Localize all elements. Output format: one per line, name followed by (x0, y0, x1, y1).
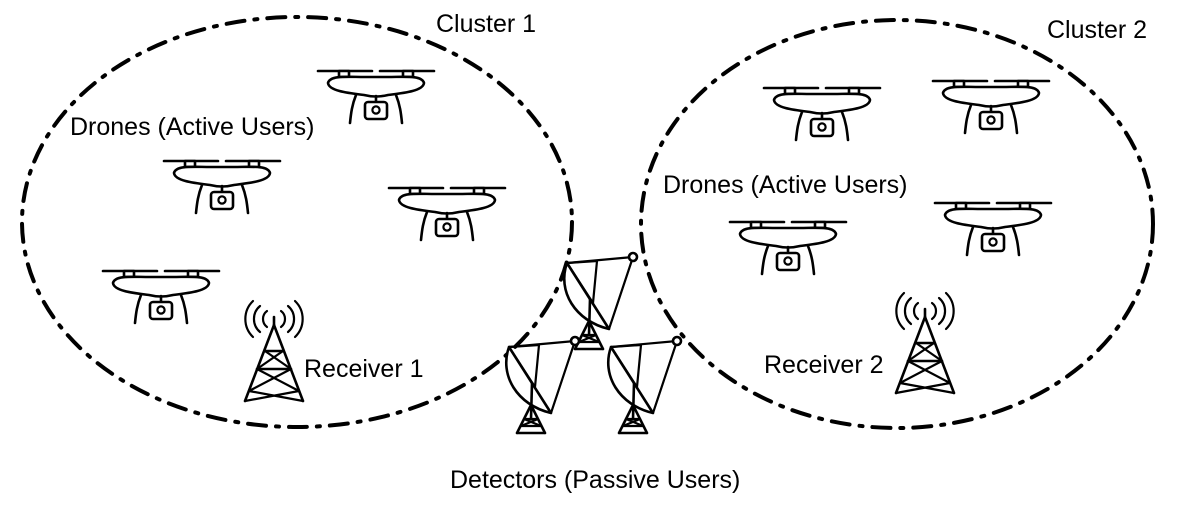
drone-icon (762, 86, 882, 142)
drone-icon (101, 269, 221, 325)
cluster-2-title: Cluster 2 (1047, 16, 1147, 44)
satellite-dish-icon (606, 335, 683, 435)
drone-icon (933, 201, 1053, 257)
cluster-1-title: Cluster 1 (436, 10, 536, 38)
satellite-dish-icon (562, 251, 639, 351)
drone-icon (931, 79, 1051, 135)
drone-icon (162, 159, 282, 215)
receiver-2-label: Receiver 2 (764, 351, 884, 379)
cluster-2-drones-label: Drones (Active Users) (663, 171, 908, 199)
receiver-tower-icon (243, 299, 305, 403)
drone-icon (316, 69, 436, 125)
cluster-1-boundary (20, 15, 574, 429)
detectors-label: Detectors (Passive Users) (450, 466, 740, 494)
drone-icon (387, 186, 507, 242)
satellite-dish-icon (504, 335, 581, 435)
cluster-1-drones-label: Drones (Active Users) (70, 113, 315, 141)
cluster-2-boundary (639, 18, 1155, 430)
drone-icon (728, 220, 848, 276)
receiver-1-label: Receiver 1 (304, 355, 424, 383)
receiver-tower-icon (894, 291, 956, 395)
